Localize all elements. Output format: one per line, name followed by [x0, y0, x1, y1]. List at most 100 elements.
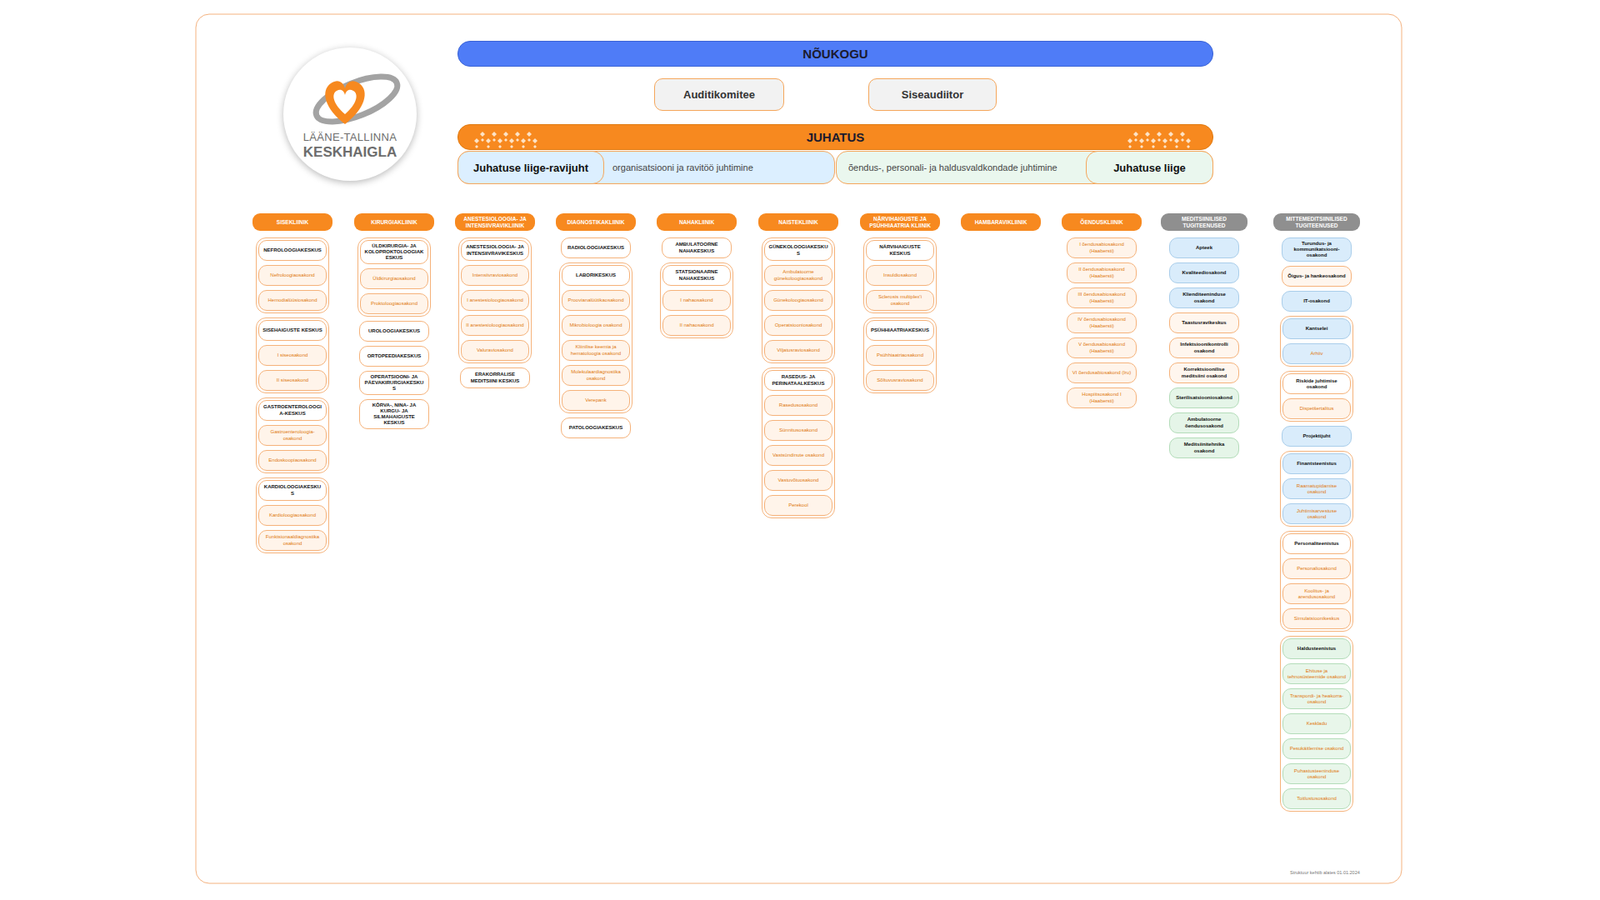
ornament-mark [480, 138, 485, 142]
ornament-mark [1163, 145, 1167, 149]
clinic-title: KIRURGIAKLIINIK [370, 219, 418, 225]
centre-name: KÕRVA-, NINA- JA KURGU- JA SILMAHAIGUSTE… [363, 402, 425, 426]
department-box: Mikrobioloogia osakond [561, 315, 630, 336]
department-box: Personaliosakond [1282, 558, 1351, 580]
centre-name: Kantselei [1282, 318, 1351, 340]
centre-box: UROLOOGIAKESKUS [359, 320, 430, 342]
department-name: Sõltuvusraviosakond [876, 377, 923, 384]
outer-frame [195, 14, 1402, 884]
ornament-mark [1180, 138, 1185, 142]
centre-name: KARDIOLOOGIAKESKUS [258, 480, 327, 501]
department-box: Toitlustusosakond [1282, 788, 1351, 810]
centre-box: ORTOPEEDIAKESKUS [359, 345, 430, 367]
department-box: Viljatusraviosakond [764, 340, 833, 361]
department-box: I siseosakond [258, 345, 327, 366]
department-name: IV õendusabiosakond (Haabersti) [1070, 316, 1133, 329]
department-box: Taastusravikeskus [1169, 312, 1240, 334]
department-name: Ambulatoorne õendusosakond [1173, 416, 1235, 429]
department-name: VI õendusabiosakond (Iru) [1072, 370, 1131, 376]
ornament-mark [1133, 131, 1139, 137]
centre-group: NÄRVIHAIGUSTE KESKUSInsuldiosakondSclero… [863, 237, 937, 314]
clinic-title: NAHAKLIINIK [679, 219, 715, 225]
department-box: I nahaosakond [662, 290, 731, 311]
clinic-header: ÕENDUSKLIINIK [1061, 213, 1142, 231]
department-box: Perekool [764, 495, 833, 516]
centre-group: ÜLDKIRURGIA- JA KOLOPROKTOLOOGIAKESKUSÜl… [357, 237, 431, 317]
department-box: Sclerosis multiplex'i osakond [865, 290, 935, 311]
board-band: õendus-, personali- ja haldusvaldkondade… [835, 150, 1214, 185]
logo-text: KESKHAIGLA [283, 144, 417, 161]
department-box: II siseosakond [258, 370, 327, 391]
clinic-title: ÕENDUSKLIINIK [1080, 219, 1123, 225]
ornament-mark [1162, 138, 1168, 144]
centre-name: STATSIONAARNE NAHAKESKUS [662, 265, 731, 286]
logo-heart-inner [333, 90, 356, 115]
centre-name: ORTOPEEDIAKESKUS [367, 353, 422, 360]
clinic-title: SISEKLIINIK [276, 219, 309, 225]
clinic-header: NAISTEKLIINIK [758, 213, 839, 231]
clinic-header: ANESTESIOLOOGIA- JA INTENSIIVRAVIKLIINIK [455, 213, 535, 231]
department-name: Hemodialüüsiosakond [267, 297, 317, 304]
clinic-header: HAMBARAVIKLIINIK [960, 213, 1041, 231]
department-name: Koolitus- ja arendusosakond [1286, 588, 1347, 600]
department-name: Proovianalüütikaosakond [567, 297, 624, 304]
bar-title: JUHATUS [806, 130, 865, 145]
ornament-mark [1134, 138, 1138, 142]
centre-group: RASEDUS- JA PERINATAALKESKUSRasedusosako… [761, 367, 835, 519]
department-name: Valuraviosakond [476, 347, 514, 354]
department-name: Rasedusosakond [779, 402, 818, 409]
department-box: Ambulatoorne günekoloogiaosakond [764, 265, 833, 286]
department-name: Mikrobioloogia osakond [569, 322, 622, 329]
centre-name: GÜNEKOLOOGIAKESKUS [764, 240, 833, 261]
centre-box: KÕRVA-, NINA- JA KURGU- JA SILMAHAIGUSTE… [359, 399, 430, 430]
clinic-title: NÄRVIHAIGUSTE JA PSÜHHIAATRIA KLIINIK [864, 215, 936, 229]
department-name: I nahaosakond [680, 297, 713, 304]
department-name: Raamatupidamise osakond [1286, 483, 1347, 495]
department-name: II nahaosakond [679, 322, 714, 329]
centre-group: STATSIONAARNE NAHAKESKUS I nahaosakond II … [660, 262, 734, 339]
clinic-title: MITTEMEDITSIINILISED TUGITEENUSED [1277, 215, 1356, 229]
department-box: Endoskoopiaosakond [258, 450, 327, 471]
department-name: Juhtimisarvestuse osakond [1286, 508, 1347, 520]
department-name: Endoskoopiaosakond [268, 457, 316, 464]
clinic-title: HAMBARAVIKLIINIK [975, 219, 1028, 225]
department-box: IT-osakond [1281, 290, 1352, 312]
centre-group: KARDIOLOOGIAKESKUSKardioloogiaosakondFun… [255, 477, 330, 554]
board-member: Juhatuse liige [1113, 161, 1186, 175]
clinic-header: SISEKLIINIK [252, 213, 333, 231]
department-name: Verepank [585, 397, 606, 404]
centre-name: Finantsteenistus [1282, 453, 1351, 475]
band-text: õendus-, personali- ja haldusvaldkondade… [848, 162, 1058, 173]
department-name: II õendusabiosakond (Haabersti) [1070, 266, 1133, 279]
ornament-mark [510, 145, 514, 149]
department-name: Operatsiooniosakond [775, 322, 823, 329]
ornament-mark [1150, 138, 1156, 144]
department-name: V õendusabiosakond (Haabersti) [1070, 341, 1133, 354]
centre-box: AMBULATOORNE NAHAKESKUS [661, 237, 732, 259]
ornament-mark [1145, 138, 1150, 142]
logo-text: LÄÄNE-TALLINNA [283, 130, 417, 144]
department-box: Proovianalüütikaosakond [561, 290, 630, 311]
council-bar: NÕUKOGU [457, 40, 1214, 67]
department-name: Sclerosis multiplex'i osakond [870, 294, 930, 306]
department-name: Vastuvõtuosakond [778, 477, 820, 484]
department-name: Apteek [1195, 245, 1213, 251]
department-name: Korrektsioonilise meditsiini osakond [1173, 366, 1235, 379]
centre-name: UROLOOGIAKESKUS [368, 328, 420, 335]
centre-name: Riskide juhtimise osakond [1282, 373, 1351, 395]
department-name: Viljatusraviosakond [776, 347, 820, 354]
department-box: IV õendusabiosakond (Haabersti) [1066, 312, 1137, 334]
department-box: Proktoloogiaosakond [360, 293, 429, 315]
department-box: Raamatupidamise osakond [1282, 478, 1351, 500]
department-name: Üldkirurgiaosakond [372, 275, 415, 282]
department-box: Sõltuvusraviosakond [865, 370, 935, 391]
box-title: Auditikomitee [683, 88, 755, 101]
ornament-mark [497, 138, 503, 144]
board-bar: JUHATUS [457, 124, 1214, 150]
department-name: Turundus- ja kommunikatsiooni-osakond [1285, 240, 1348, 259]
clinic-header: NÄRVIHAIGUSTE JA PSÜHHIAATRIA KLIINIK [860, 213, 940, 231]
department-name: Gastroenteroloogia-osakond [262, 429, 323, 441]
ornament-mark [492, 138, 496, 142]
ornament-mark [503, 131, 509, 137]
